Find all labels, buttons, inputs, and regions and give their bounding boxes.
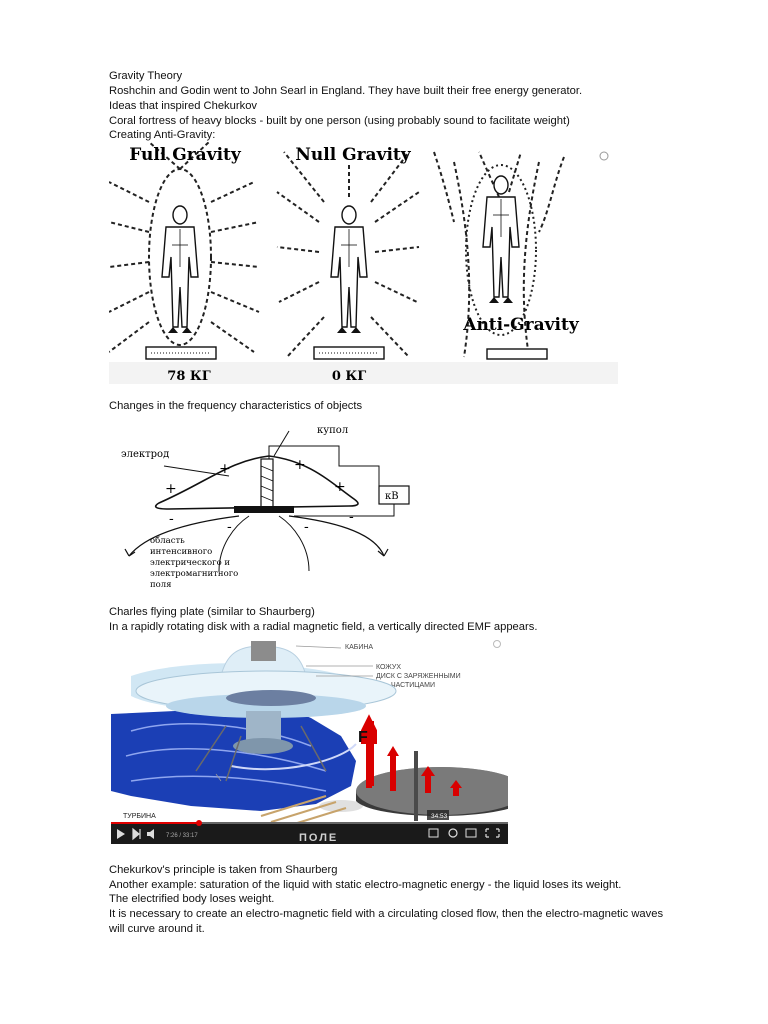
section-principle-line-2: Another example: saturation of the liqui… [109,879,622,891]
svg-text:-: - [227,519,232,535]
video-control-bar [111,824,508,844]
gravity-figure: Full Gravity Null Gravity Anti-Gravity 7… [109,142,618,384]
next-icon[interactable] [132,827,141,841]
video-info-icon[interactable] [493,640,501,648]
label-dome: купол [317,425,348,436]
captions-icon[interactable] [428,828,439,838]
label-full-gravity: Full Gravity [129,145,242,165]
label-kilovolt: кВ [385,491,399,502]
section-principle-line-4: It is necessary to create an electro-mag… [109,908,664,920]
video-scrubber[interactable] [196,820,202,826]
section-flying-plate-line-2: In a rapidly rotating disk with a radial… [109,621,538,633]
volume-icon[interactable] [147,829,154,839]
page-title: Gravity Theory [109,70,183,82]
label-electrode: электрод [121,449,169,460]
electrode-dome-diagram: + + + + - - - - купол электрод кВ област… [109,421,436,596]
label-cabin: КАБИНА [345,644,373,651]
svg-text:-: - [349,509,354,525]
miniplayer-icon[interactable] [465,828,477,838]
intro-line-4: Creating Anti-Gravity: [109,129,216,141]
label-anti-gravity: Anti-Gravity [462,315,580,335]
area-label-line-2: интенсивного [150,547,212,557]
svg-text:+: + [294,457,306,473]
play-icon[interactable] [117,829,125,839]
intro-line-2: Ideas that inspired Chekurkov [109,100,258,112]
area-label-line-1: область [150,535,185,546]
intro-line-3: Coral fortress of heavy blocks - built b… [109,115,570,127]
svg-text:+: + [219,461,231,477]
section-frequency-heading: Changes in the frequency characteristics… [109,400,363,412]
label-turbine: ТУРБИНА [123,813,156,820]
info-icon [599,151,609,161]
flying-disc-video: КАБИНА КОЖУХ ДИСК С ЗАРЯЖЕННЫМИ ЧАСТИЦАМ… [111,636,508,844]
section-principle-line-5: will curve around it. [109,923,205,935]
video-duration-badge: 34:53 [431,813,448,820]
area-label-line-4: электромагнитного [150,569,238,579]
area-label-line-5: поля [150,580,172,590]
label-casing: КОЖУХ [376,664,401,671]
settings-icon[interactable] [448,828,458,838]
video-seek-bar[interactable] [111,822,508,824]
fullscreen-icon[interactable] [485,828,500,838]
scale-reading-0: 0 КГ [332,369,366,384]
label-field: ПОЛЕ [299,832,338,844]
svg-text:-: - [304,519,309,535]
area-label-line-3: электрического и [150,558,230,568]
section-flying-plate-line-1: Charles flying plate (similar to Shaurbe… [109,606,315,618]
scale-reading-78: 78 КГ [167,369,210,384]
section-principle-line-1: Chekurkov's principle is taken from Shau… [109,864,338,876]
label-force: F [358,729,368,746]
label-null-gravity: Null Gravity [295,145,411,165]
video-progress-fill [111,822,199,824]
intro-line-1: Roshchin and Godin went to John Searl in… [109,85,583,97]
svg-text:-: - [169,511,174,527]
label-disk-line-1: ДИСК С ЗАРЯЖЕННЫМИ [376,673,461,680]
section-principle-line-3: The electrified body loses weight. [109,893,275,905]
label-disk-line-2: ЧАСТИЦАМИ [391,682,435,689]
svg-text:+: + [334,479,346,495]
svg-text:+: + [165,481,177,497]
video-time-readout: 7:26 / 33:17 [166,833,198,839]
